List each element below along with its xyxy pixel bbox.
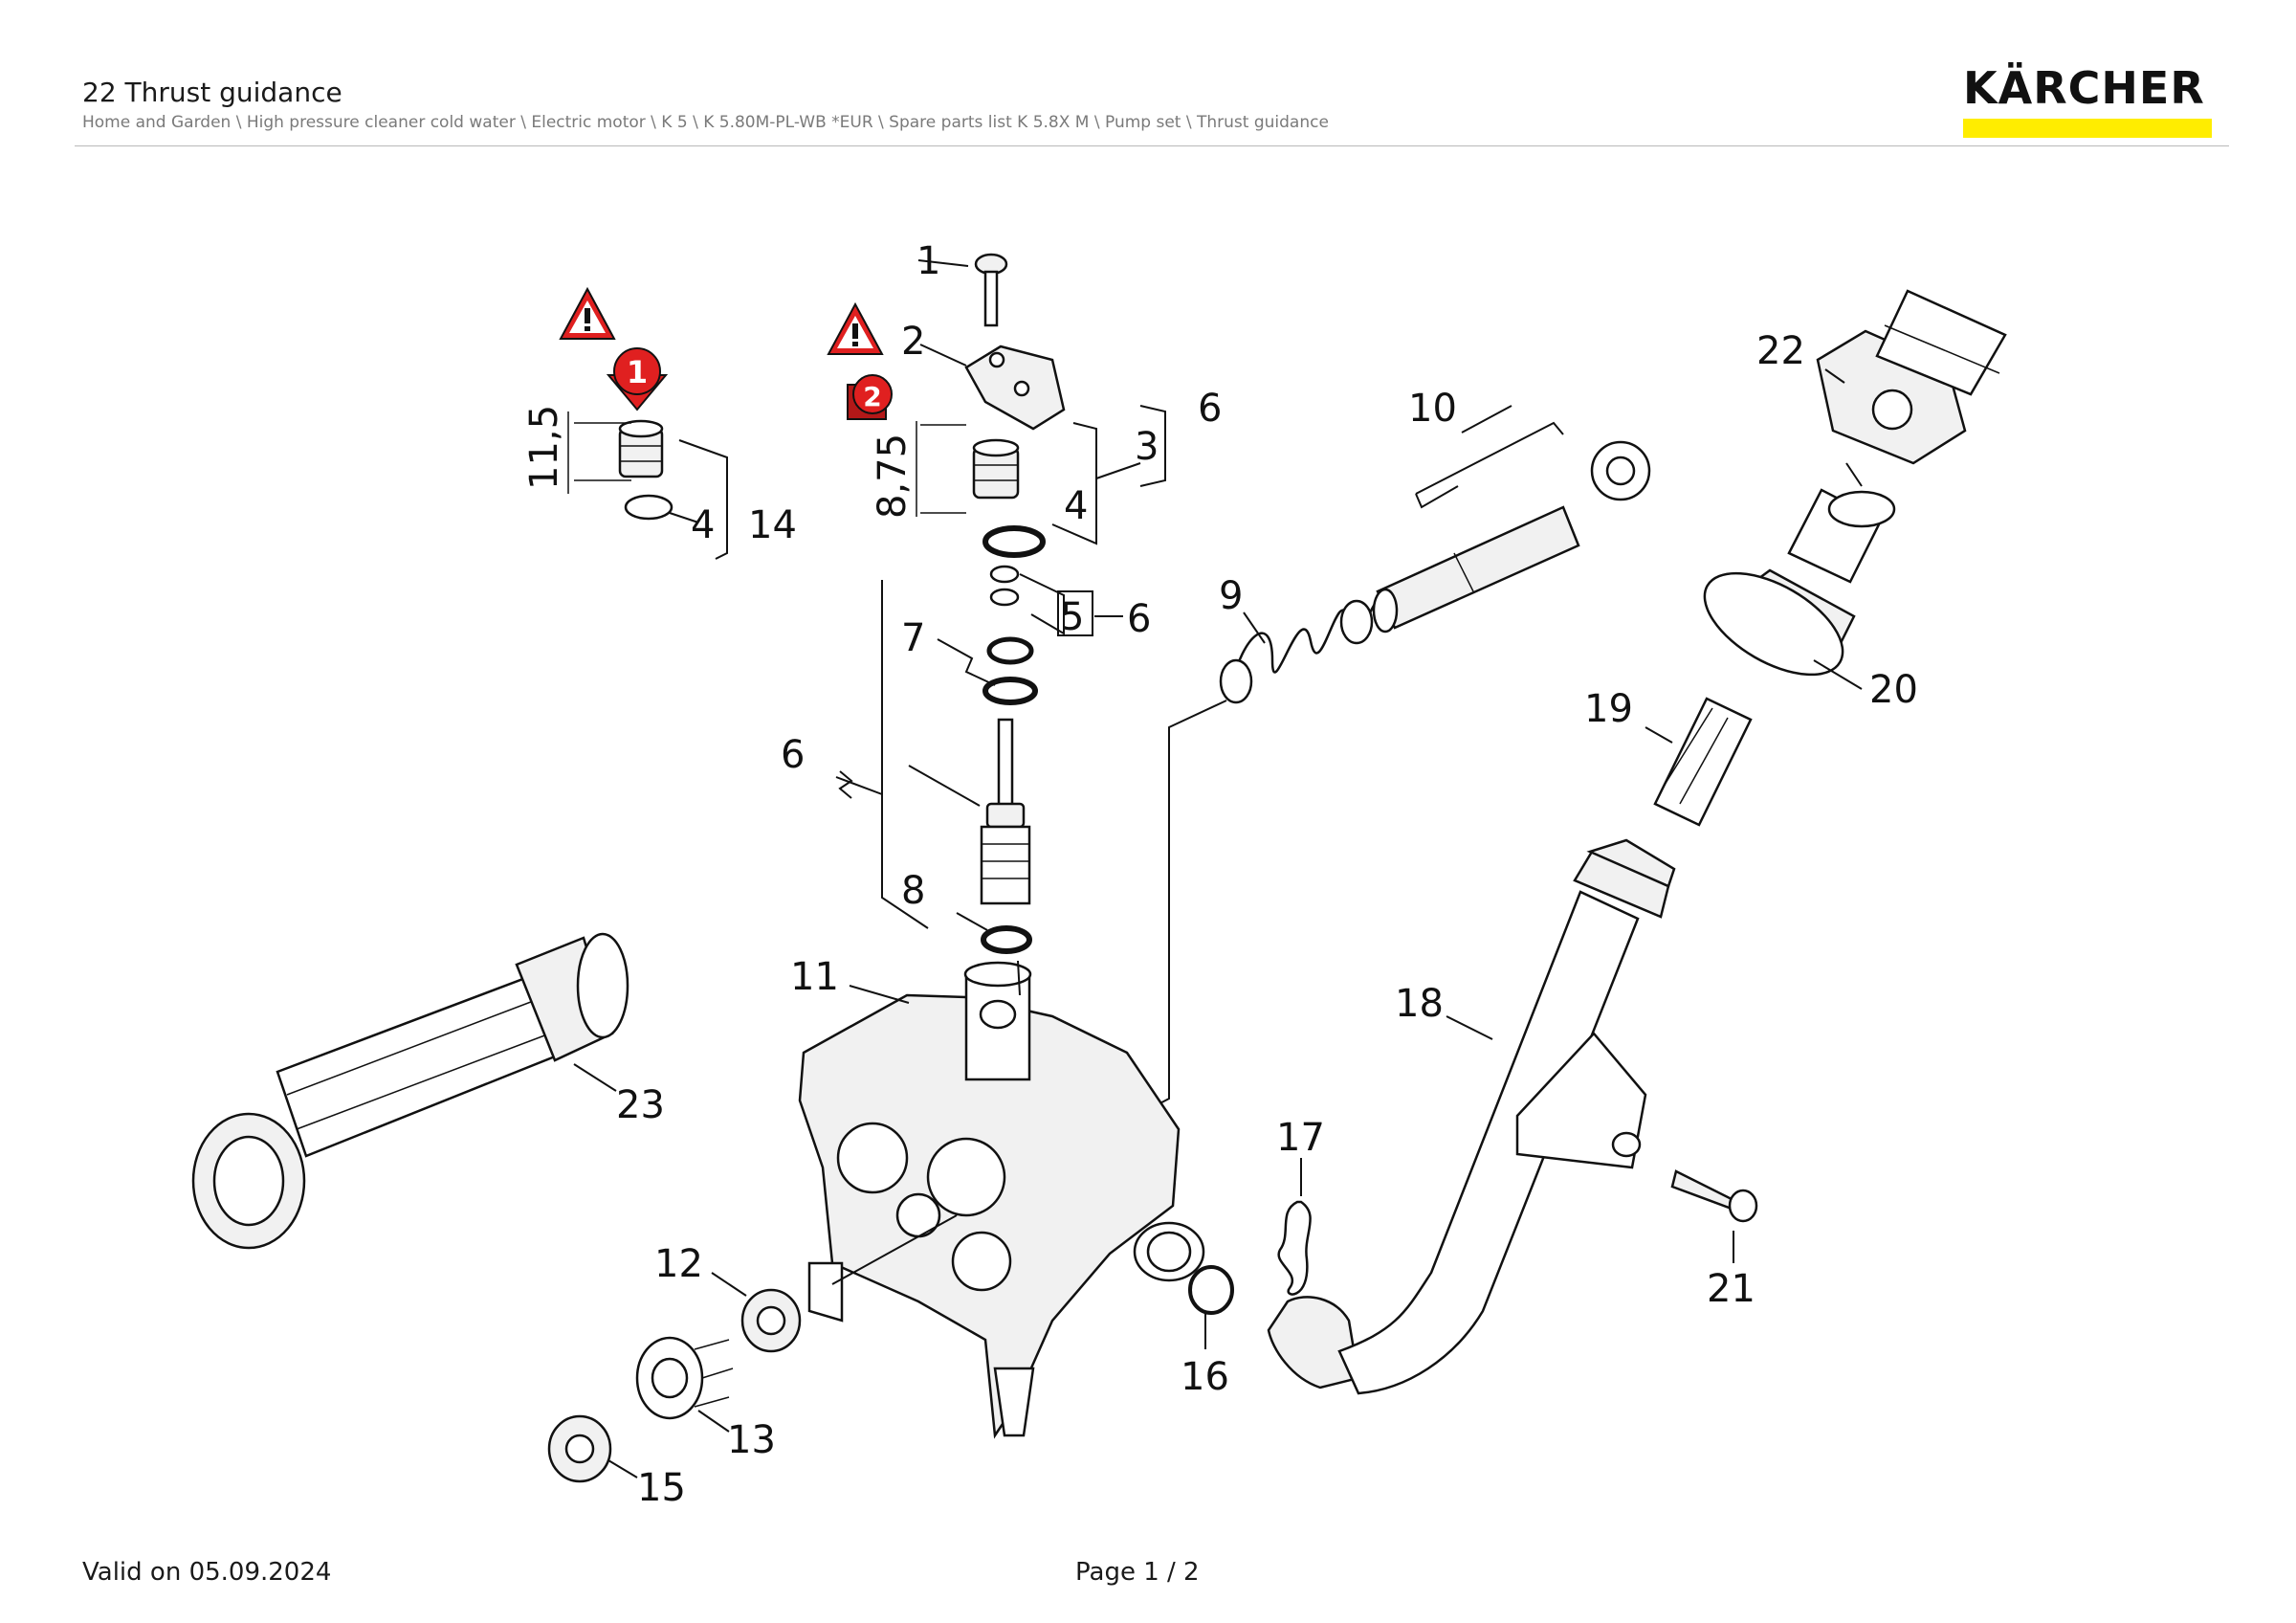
- filter-tube: [191, 932, 629, 1250]
- callout-4: 4: [691, 503, 715, 547]
- guide-pin: [1372, 405, 1651, 634]
- dimension-label: 8,75: [871, 434, 915, 519]
- callout-19: 19: [1584, 687, 1633, 731]
- badge-label: 1: [627, 354, 648, 390]
- hose-coupling: [1703, 289, 2007, 690]
- callout-15: 15: [637, 1466, 686, 1510]
- callout-16: 16: [1181, 1355, 1229, 1399]
- callout-12: 12: [654, 1242, 703, 1286]
- screw-and-plate: [916, 253, 1166, 558]
- callout-1: 1: [916, 239, 940, 283]
- logo-yellow-bar: [1963, 119, 2212, 138]
- callout-9: 9: [1219, 574, 1243, 618]
- callout-13: 13: [727, 1418, 776, 1462]
- callout-17: 17: [1276, 1116, 1325, 1160]
- callout-20: 20: [1869, 668, 1918, 712]
- warning-icon: [559, 286, 616, 340]
- badge-1: 1: [606, 347, 669, 411]
- callout-23: 23: [616, 1083, 665, 1127]
- warning-icon: [827, 301, 884, 355]
- callout-6: 6: [1127, 597, 1151, 641]
- callout-22: 22: [1756, 329, 1805, 373]
- small-rings: [937, 565, 1123, 705]
- seal-rings: [547, 1272, 802, 1483]
- spring: [1128, 598, 1387, 1121]
- callout-8: 8: [901, 869, 925, 913]
- page-title: 22 Thrust guidance: [82, 77, 342, 108]
- dimension-label: 11,5: [522, 405, 566, 490]
- callout-6: 6: [1198, 387, 1222, 431]
- page-number: Page 1 / 2: [1075, 1558, 1200, 1587]
- inlet-filter: [1645, 697, 1753, 827]
- callout-5: 5: [1060, 595, 1084, 639]
- callout-11: 11: [790, 955, 839, 999]
- karcher-logo: KÄRCHER: [1963, 63, 2212, 138]
- valid-date: Valid on 05.09.2024: [82, 1558, 332, 1587]
- hose-assembly: [1188, 838, 1676, 1395]
- callout-6: 6: [781, 733, 805, 777]
- callout-14: 14: [748, 503, 797, 547]
- logo-wordmark: KÄRCHER: [1963, 62, 2205, 114]
- valve-pin: [835, 580, 1032, 954]
- callout-4: 4: [1064, 484, 1088, 528]
- callout-2: 2: [901, 320, 925, 364]
- pump-housing: [798, 960, 1205, 1439]
- callout-3: 3: [1135, 425, 1159, 469]
- callout-18: 18: [1395, 982, 1444, 1026]
- header-divider: [75, 145, 2229, 146]
- screw: [1670, 1169, 1758, 1263]
- breadcrumb: Home and Garden \ High pressure cleaner …: [82, 113, 1329, 132]
- callout-10: 10: [1408, 387, 1457, 431]
- callout-21: 21: [1707, 1267, 1755, 1311]
- valve-left: [567, 411, 728, 560]
- callout-7: 7: [901, 616, 925, 660]
- badge-2: 2: [847, 374, 893, 420]
- badge-label: 2: [863, 381, 881, 412]
